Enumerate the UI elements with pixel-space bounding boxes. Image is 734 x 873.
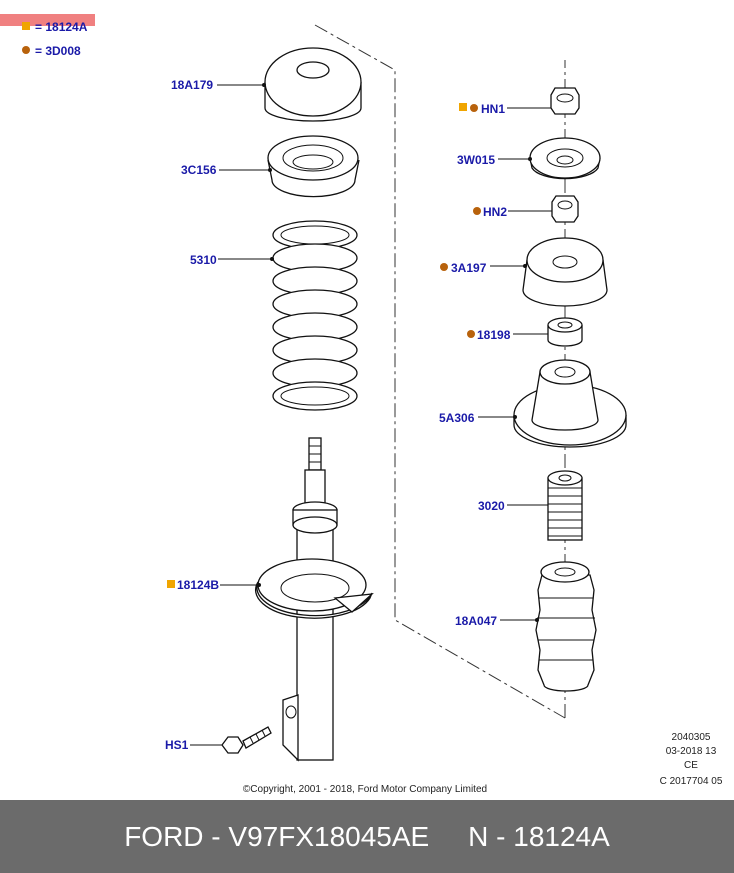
part-3020-bump-stop xyxy=(547,470,583,541)
part-18198-sleeve xyxy=(547,317,583,347)
part-piston-rod xyxy=(304,437,326,511)
label-18124B: 18124B xyxy=(177,578,219,592)
part-strut-body xyxy=(282,501,338,762)
label-3A197: 3A197 xyxy=(451,261,487,275)
note-line-1: 2040305 xyxy=(672,732,711,743)
label-3C156: 3C156 xyxy=(181,163,217,177)
part-HN2-nut xyxy=(551,195,579,223)
part-18A047-dust-boot xyxy=(535,561,597,692)
label-HN1: HN1 xyxy=(481,102,505,116)
note-line-2: 03-2018 13 xyxy=(666,746,717,757)
part-18A179 xyxy=(264,47,362,122)
label-3W015: 3W015 xyxy=(457,153,495,167)
label-18A179: 18A179 xyxy=(171,78,213,92)
part-18124B-spring-seat xyxy=(254,558,374,619)
legend-circle-icon xyxy=(22,46,30,54)
note-line-3: CE xyxy=(684,760,698,771)
label-5A306: 5A306 xyxy=(439,411,475,425)
footer-spacer xyxy=(429,821,468,853)
part-3C156 xyxy=(267,135,360,198)
footer-part-number: FORD - V97FX18045AE xyxy=(124,820,430,852)
label-18A047: 18A047 xyxy=(455,614,497,628)
explode-boundary xyxy=(314,24,566,719)
marker-HN1-circle-icon xyxy=(470,104,478,112)
part-3W015-washer xyxy=(529,137,601,180)
legend-item-18124A: = 18124A xyxy=(35,20,88,34)
part-HN1-nut xyxy=(550,87,580,115)
part-HS1-bolt xyxy=(221,726,272,754)
label-HS1: HS1 xyxy=(165,738,189,752)
marker-3A197-circle-icon xyxy=(440,263,448,271)
label-5310: 5310 xyxy=(190,253,217,267)
copyright: ©Copyright, 2001 - 2018, Ford Motor Comp… xyxy=(243,784,487,795)
marker-HN1-square-icon xyxy=(459,103,467,111)
note-line-4: C 2017704 05 xyxy=(660,776,723,787)
marker-18198-circle-icon xyxy=(467,330,475,338)
label-3020: 3020 xyxy=(478,499,505,513)
footer-bar: FORD - V97FX18045AE N - 18124A xyxy=(0,800,734,873)
legend-item-3D008: = 3D008 xyxy=(35,44,81,58)
part-5310-coil-spring xyxy=(272,220,358,411)
footer-item-number: N - 18124A xyxy=(468,820,610,852)
legend-square-icon xyxy=(22,22,30,30)
marker-HN2-circle-icon xyxy=(473,207,481,215)
part-3A197-cup xyxy=(522,237,608,307)
label-HN2: HN2 xyxy=(483,205,507,219)
exploded-parts-diagram: = 18124A = 3D008 18A179 3C156 5310 xyxy=(0,14,723,795)
label-18198: 18198 xyxy=(477,328,511,342)
marker-18124B-square-icon xyxy=(167,580,175,588)
part-5A306-upper-seat xyxy=(513,359,627,448)
